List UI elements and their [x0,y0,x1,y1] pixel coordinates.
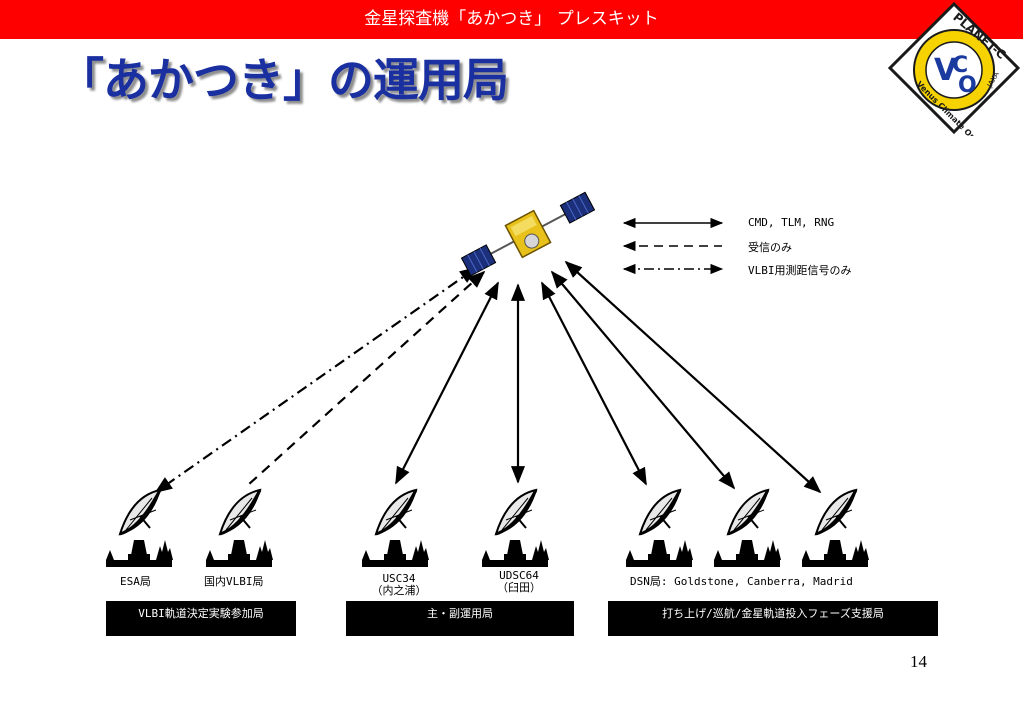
link-esa-dashdot [154,266,478,494]
svg-text:C: C [952,53,968,78]
planet-c-logo: V C O PLANET-C Venus Climate Orbiter JAX… [887,1,1021,136]
legend-solid-label: CMD, TLM, RNG [748,216,835,229]
station-dsn-label: DSN局: Goldstone, Canberra, Madrid [630,575,853,588]
station-udsc64-label: UDSC64 （臼田） [497,570,541,594]
legend-dashed-label: 受信のみ [748,241,792,254]
link-dsn-madrid [564,260,822,494]
station-usc34-label: USC34 （内之浦） [372,573,427,597]
station-esa-label: ESA局 [120,575,151,588]
group-main-box: 主・副運用局 [346,601,574,636]
header-banner-text: 金星探査機「あかつき」 プレスキット [364,9,659,29]
station-udsc64-location: （臼田） [497,581,541,594]
station-udsc64-name: UDSC64 [499,569,539,582]
group-vlbi-box: VLBI軌道決定実験参加局 [106,601,296,636]
group-dsn-box: 打ち上げ/巡航/金星軌道投入フェーズ支援局 [608,601,938,636]
antenna-dsn-madrid-icon [800,488,871,569]
svg-text:V: V [934,53,958,88]
legend-dashdot-label: VLBI用測距信号のみ [748,264,852,277]
station-usc34-name: USC34 [382,572,416,585]
antenna-dsn-goldstone-icon [624,488,695,569]
link-usc34 [395,281,499,485]
station-domestic-vlbi-label: 国内VLBI局 [204,575,264,588]
link-dsn-canberra [550,270,736,490]
page-title: 「あかつき」の運用局 [58,53,509,107]
antenna-udsc64-icon [480,488,551,569]
satellite-icon [460,191,596,277]
antenna-domestic-vlbi-icon [204,488,275,569]
header-banner [0,0,1023,39]
antenna-usc34-icon [360,488,431,569]
page-number: 14 [910,652,927,671]
antenna-dsn-canberra-icon [712,488,783,569]
station-usc34-location: （内之浦） [371,584,427,597]
antenna-esa-icon [104,488,175,569]
svg-text:O: O [958,73,977,98]
link-dsn-goldstone [541,281,647,486]
